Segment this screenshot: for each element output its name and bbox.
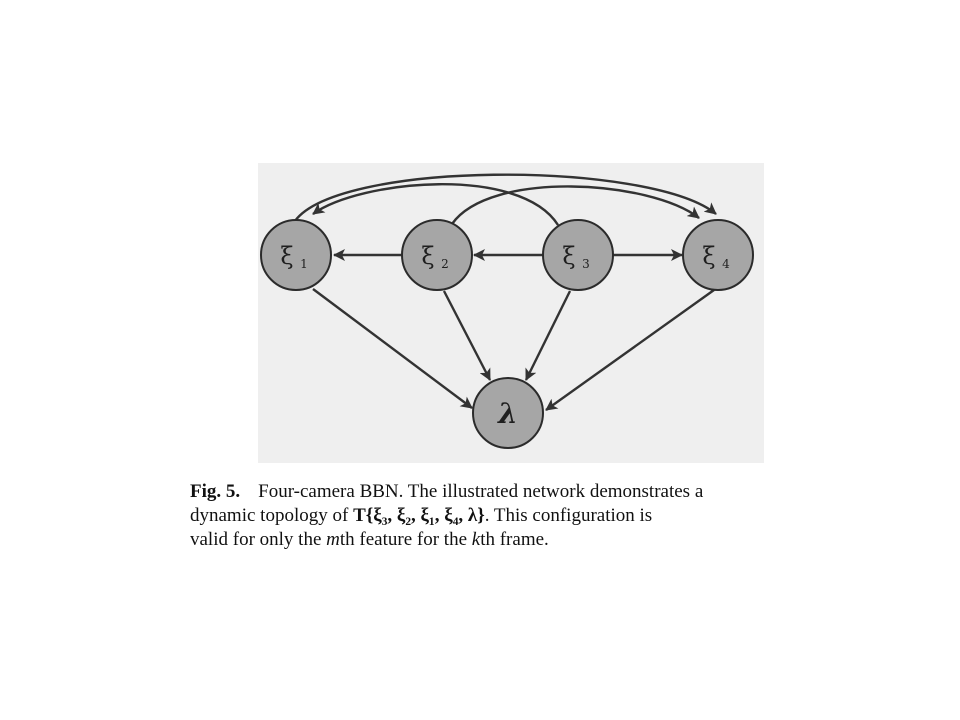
caption-text-2-prefix: dynamic topology of xyxy=(190,505,354,526)
caption-line-3: valid for only the mth feature for the k… xyxy=(190,528,790,552)
node-xi1-symbol: ξ xyxy=(280,242,293,270)
caption-text-2-suffix: . This configuration is xyxy=(484,505,653,526)
node-xi3-subscript: 3 xyxy=(582,257,590,271)
node-xi4: ξ 4 xyxy=(682,219,754,291)
edge-xi4-to-lambda xyxy=(545,289,715,411)
edge-xi3-to-lambda xyxy=(524,290,572,381)
edge-xi2-to-xi4-curve xyxy=(451,185,700,225)
node-xi3: ξ 3 xyxy=(542,219,614,291)
caption-topology-math: T{ξ₃, ξ₂, ξ₁, ξ₄, λ} xyxy=(353,505,485,526)
caption-line-2: dynamic topology of T{ξ₃, ξ₂, ξ₁, ξ₄, λ}… xyxy=(190,504,790,528)
caption-math-m: m xyxy=(326,529,340,550)
caption-text-3a: valid for only the xyxy=(190,529,327,550)
node-lambda: λ xyxy=(472,377,544,449)
node-xi4-subscript: 4 xyxy=(722,257,730,271)
edge-xi2-to-lambda xyxy=(442,290,492,381)
node-xi3-symbol: ξ xyxy=(562,242,575,270)
edge-xi1-to-lambda xyxy=(312,288,473,409)
caption-text-3b: th feature for the xyxy=(339,529,472,550)
figure-label: Fig. 5. xyxy=(190,481,241,502)
figure-caption: Fig. 5. Four-camera BBN. The illustrated … xyxy=(190,480,790,552)
caption-math-k: k xyxy=(471,529,481,550)
node-xi2-symbol: ξ xyxy=(421,242,434,270)
edge-xi2-to-xi1-curve xyxy=(312,183,560,226)
node-xi2: ξ 2 xyxy=(401,219,473,291)
caption-text-1: Four-camera BBN. The illustrated network… xyxy=(258,481,704,502)
node-xi2-subscript: 2 xyxy=(441,257,449,271)
node-xi1: ξ 1 xyxy=(260,219,332,291)
node-xi4-symbol: ξ xyxy=(702,242,715,270)
caption-line-1: Fig. 5. Four-camera BBN. The illustrated … xyxy=(190,480,790,504)
caption-text-3c: th frame. xyxy=(480,529,549,550)
node-lambda-symbol: λ xyxy=(497,397,518,430)
edge-xi1-to-xi4-curve xyxy=(291,173,717,225)
node-xi1-subscript: 1 xyxy=(300,257,308,271)
